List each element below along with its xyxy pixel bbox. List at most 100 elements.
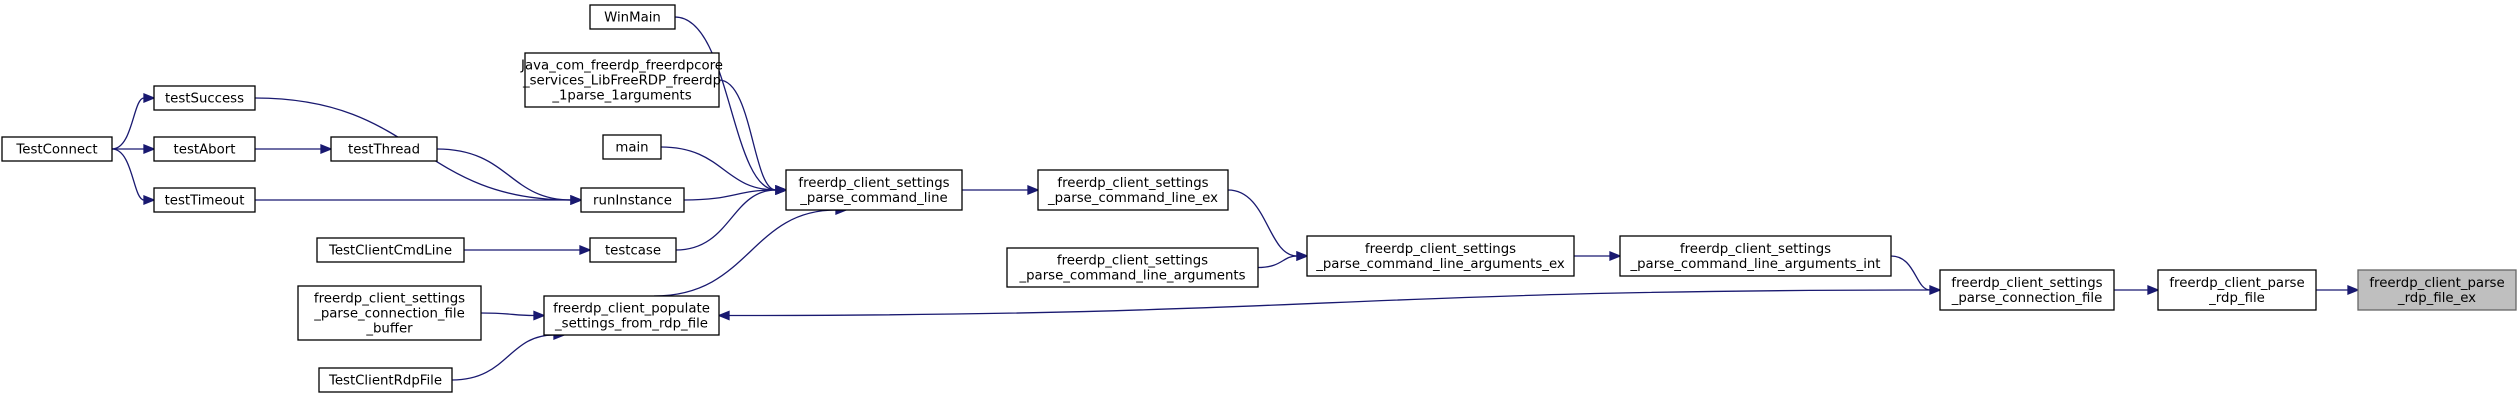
edge-line (1227, 189, 1298, 257)
arrowhead (2347, 285, 2360, 295)
edge-testthread-to-runinstance (436, 148, 583, 205)
node-label: TestClientRdpFile (328, 374, 442, 389)
node-buffer[interactable]: freerdp_client_settings_parse_connection… (297, 285, 482, 341)
edge-line (451, 334, 555, 381)
edge-cmdline-to-cmdline-ex (961, 185, 1040, 195)
edge-testconnect-to-testtimeout (111, 148, 156, 205)
node-label: testcase (605, 244, 661, 259)
node-main[interactable]: main (602, 134, 662, 160)
edge-line (436, 148, 572, 201)
arrowhead (320, 144, 333, 154)
node-label: _parse_connection_file (313, 307, 465, 322)
edge-testclientcmdline-to-testcase (463, 245, 592, 255)
arrowhead (717, 310, 730, 321)
edge-main-to-cmdline (660, 146, 788, 195)
node-connfile[interactable]: freerdp_client_settings_parse_connection… (1939, 269, 2115, 311)
node-testthread[interactable]: testThread (330, 136, 438, 162)
edge-line (660, 146, 777, 191)
edge-testconnect-to-testsuccess (111, 93, 156, 150)
node-label: testAbort (174, 143, 236, 158)
node-args[interactable]: freerdp_client_settings_parse_command_li… (1006, 247, 1259, 288)
edge-buffer-to-populate (480, 310, 546, 321)
node-label: _rdp_file (2208, 291, 2265, 306)
node-label: runInstance (593, 194, 672, 209)
node-args-ex[interactable]: freerdp_client_settings_parse_command_li… (1306, 235, 1575, 277)
node-box (589, 4, 676, 30)
arrowhead (143, 144, 156, 154)
node-java[interactable]: Java_com_freerdp_freerdpcore_services_Li… (520, 52, 723, 108)
node-label: _parse_command_line_arguments_ex (1315, 257, 1565, 272)
edge-line (1257, 255, 1298, 269)
node-box (153, 187, 256, 213)
node-label: freerdp_client_settings (1365, 242, 1516, 257)
node-label: Java_com_freerdp_freerdpcore (520, 59, 723, 74)
arrowhead (1296, 251, 1309, 261)
node-label: _buffer (365, 322, 413, 337)
node-testcase[interactable]: testcase (589, 237, 677, 263)
node-testclientcmdline[interactable]: TestClientCmdLine (316, 237, 465, 263)
node-label: TestClientCmdLine (328, 244, 452, 259)
node-box (297, 285, 482, 341)
edge-line (683, 189, 777, 201)
edge-parse-rdp-to-parse-rdp-ex (2316, 285, 2360, 295)
node-label: freerdp_client_settings (1951, 276, 2102, 291)
edge-line (1890, 255, 1931, 291)
node-args-int[interactable]: freerdp_client_settings_parse_command_li… (1619, 235, 1892, 277)
node-testconnect[interactable]: TestConnect (1, 136, 113, 162)
node-box (1037, 169, 1229, 211)
node-box (589, 237, 677, 263)
node-box (1306, 235, 1575, 277)
node-label: freerdp_client_settings (314, 292, 465, 307)
arrowhead (2147, 285, 2160, 295)
node-populate[interactable]: freerdp_client_populate_settings_from_rd… (543, 295, 720, 336)
node-box (2157, 269, 2317, 311)
node-box (524, 52, 720, 108)
node-box (1619, 235, 1892, 277)
node-testclientrdpfile[interactable]: TestClientRdpFile (318, 367, 453, 393)
node-box (1006, 247, 1259, 288)
node-label: freerdp_client_parse (2369, 276, 2504, 291)
edge-connfile-to-parse-rdp (2114, 285, 2160, 295)
arrowhead (143, 195, 156, 205)
arrowhead (579, 245, 592, 255)
node-parse-rdp[interactable]: freerdp_client_parse_rdp_file (2157, 269, 2317, 311)
edge-testconnect-to-testabort (111, 144, 156, 154)
node-label: _parse_command_line_arguments_int (1629, 257, 1880, 272)
node-runinstance[interactable]: runInstance (580, 187, 685, 213)
node-label: freerdp_client_settings (1680, 242, 1831, 257)
node-box (543, 295, 720, 336)
node-testtimeout[interactable]: testTimeout (153, 187, 256, 213)
node-box (580, 187, 685, 213)
node-cmdline-ex[interactable]: freerdp_client_settings_parse_command_li… (1037, 169, 1229, 211)
edge-line (718, 79, 777, 191)
edge-line (675, 189, 777, 251)
edge-args-to-args-ex (1257, 251, 1309, 269)
nodes-layer: TestConnect testSuccess testAbort testTimeo… (1, 4, 2517, 393)
node-box (2357, 269, 2517, 311)
node-testabort[interactable]: testAbort (153, 136, 256, 162)
node-box (602, 134, 662, 160)
node-box (1, 136, 113, 162)
node-label: _parse_command_line_arguments (1018, 269, 1245, 284)
edge-populate-to-cmdline (653, 205, 848, 297)
edge-line (111, 148, 145, 201)
node-cmdline[interactable]: freerdp_client_settings_parse_command_li… (785, 169, 963, 211)
node-label: TestConnect (15, 143, 97, 158)
node-box (1939, 269, 2115, 311)
node-box (318, 367, 453, 393)
node-label: testThread (348, 143, 420, 158)
node-testsuccess[interactable]: testSuccess (153, 85, 256, 111)
node-label: testSuccess (165, 92, 244, 107)
edge-line (653, 209, 837, 297)
node-label: main (615, 141, 648, 156)
arrowhead (570, 195, 583, 205)
node-label: _1parse_1arguments (551, 89, 691, 104)
edge-connfile-to-populate (717, 289, 1941, 321)
node-label: _parse_command_line_ex (1047, 191, 1218, 206)
arrowhead (143, 93, 156, 103)
node-winmain[interactable]: WinMain (589, 4, 676, 30)
node-label: freerdp_client_populate (553, 302, 710, 317)
arrowhead (1609, 251, 1622, 261)
node-parse-rdp-ex[interactable]: freerdp_client_parse_rdp_file_ex (2357, 269, 2517, 311)
